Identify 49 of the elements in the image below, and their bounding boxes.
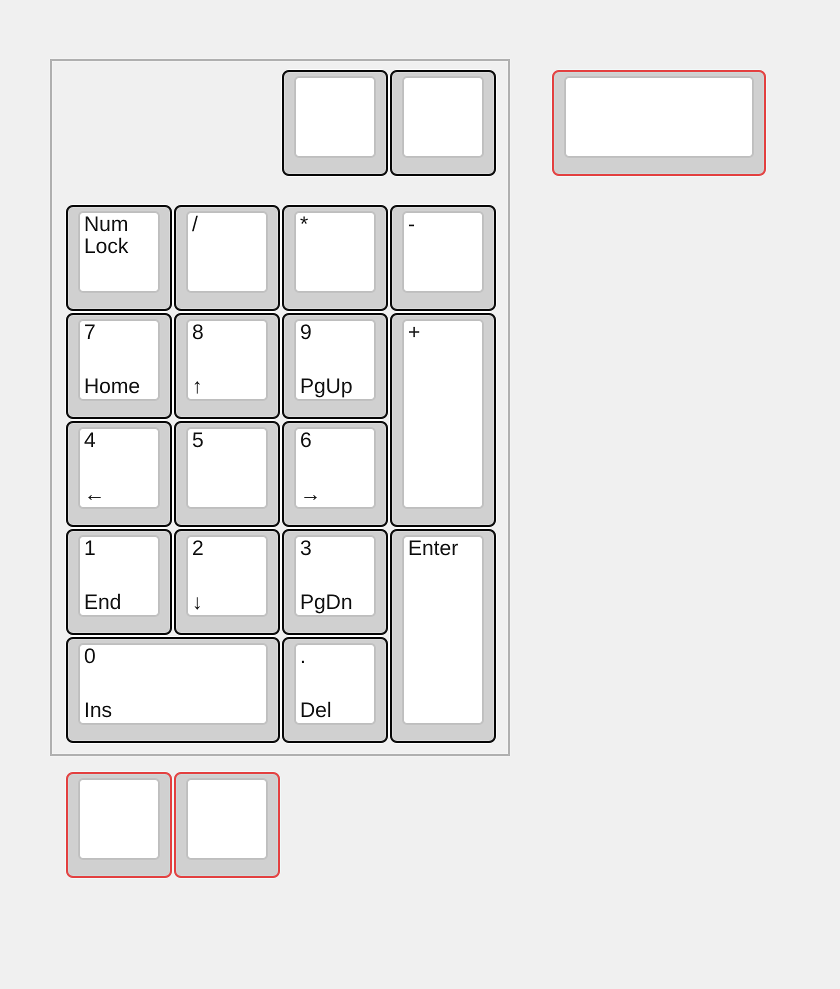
key [174, 421, 280, 527]
key-legend: 5 [192, 430, 204, 452]
key-legend: / [192, 214, 198, 236]
key [390, 529, 496, 743]
key-legend: 4 [84, 430, 96, 452]
key [282, 421, 388, 527]
key [66, 529, 172, 635]
key-legend: 0 [84, 646, 96, 668]
key-legend: Num Lock [84, 214, 154, 258]
key-legend: 6 [300, 430, 312, 452]
blank-key [282, 70, 388, 176]
key-legend: 8 [192, 322, 204, 344]
key [66, 313, 172, 419]
key [390, 205, 496, 311]
key [174, 205, 280, 311]
key [66, 205, 172, 311]
key-legend: → [300, 484, 321, 506]
key [66, 421, 172, 527]
key-legend: 1 [84, 538, 96, 560]
key-legend: 3 [300, 538, 312, 560]
blank-key [390, 70, 496, 176]
key [66, 637, 280, 743]
key [282, 529, 388, 635]
key-legend: PgDn [300, 592, 353, 614]
key [174, 313, 280, 419]
key [390, 313, 496, 527]
key-legend: - [408, 214, 415, 236]
key-legend: 7 [84, 322, 96, 344]
key-legend: + [408, 322, 420, 344]
key [282, 637, 388, 743]
key [282, 313, 388, 419]
key-legend: Ins [84, 700, 112, 722]
key-legend: . [300, 646, 306, 668]
key-legend: * [300, 214, 308, 236]
blank-key [552, 70, 766, 176]
blank-key [66, 772, 172, 878]
key-legend: ↓ [192, 592, 202, 614]
key [282, 205, 388, 311]
key-legend: End [84, 592, 122, 614]
blank-key [174, 772, 280, 878]
key-legend: ← [84, 484, 105, 506]
key-legend: PgUp [300, 376, 353, 398]
key-legend: ↑ [192, 376, 202, 398]
key [174, 529, 280, 635]
key-legend: Home [84, 376, 140, 398]
key-legend: 2 [192, 538, 204, 560]
key-legend: Del [300, 700, 332, 722]
key-legend: 9 [300, 322, 312, 344]
key-legend: Enter [408, 538, 458, 560]
